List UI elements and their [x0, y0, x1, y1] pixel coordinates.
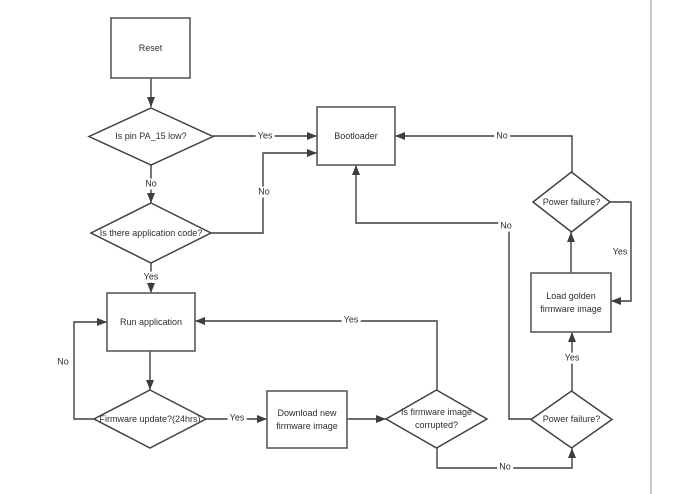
edge-corrupted-yes-to-run-application: [195, 317, 438, 390]
node-layer: [87, 17, 614, 449]
node-reset: [110, 17, 191, 79]
node-power-failure-lower: [529, 390, 614, 449]
node-bootloader: [316, 106, 396, 166]
node-load-golden-firmware: [530, 272, 612, 333]
edge-power-upper-no-to-bootloader: [395, 132, 573, 172]
node-power-failure-upper: [531, 171, 612, 233]
edge-power-lower-no-to-bootloader: [352, 165, 531, 420]
node-download-firmware: [266, 390, 348, 449]
node-fw-corrupted-check: [384, 389, 489, 449]
node-app-code-check: [89, 202, 213, 264]
page-boundary-divider: [650, 0, 652, 494]
edge-corrupted-no-to-power-lower: [436, 448, 576, 469]
edge-app-code-no-to-bootloader: [211, 149, 317, 234]
node-pin-check: [87, 107, 215, 166]
node-run-application: [106, 292, 196, 352]
edge-power-upper-yes-to-load-golden: [610, 201, 632, 305]
node-fw-update-check: [92, 389, 208, 449]
edge-fw-update-no-to-run-application: [73, 318, 107, 420]
